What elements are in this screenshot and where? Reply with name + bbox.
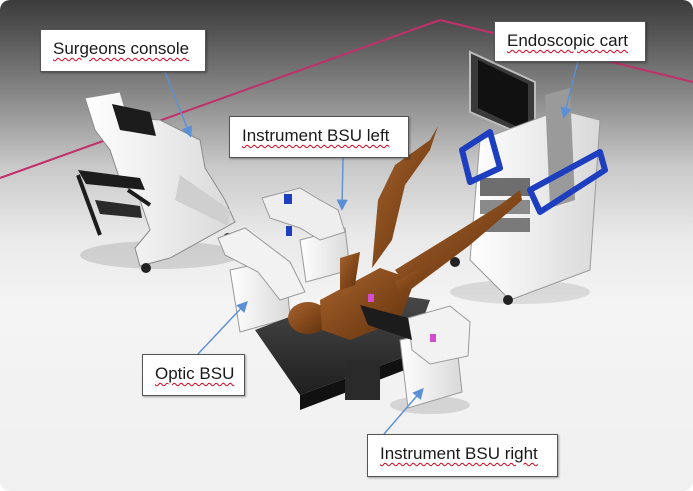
label-endoscopic-cart: Endoscopic cart (507, 31, 628, 50)
callout-optic-bsu: Optic BSU (142, 354, 245, 396)
arrow-optic-bsu (198, 303, 246, 354)
label-instrument-bsu-left: Instrument BSU left (242, 126, 389, 145)
callout-instrument-bsu-left: Instrument BSU left (229, 116, 409, 158)
callout-instrument-bsu-right: Instrument BSU right (367, 434, 558, 477)
surgeons-console (78, 92, 240, 273)
endoscopic-cart (450, 52, 605, 305)
callout-endoscopic-cart: Endoscopic cart (494, 21, 646, 62)
callout-surgeons-console: Surgeons console (40, 29, 206, 72)
label-instrument-bsu-right: Instrument BSU right (380, 444, 538, 463)
label-surgeons-console: Surgeons console (53, 39, 189, 58)
arrow-endoscopic-cart (564, 61, 578, 116)
label-optic-bsu: Optic BSU (155, 364, 234, 383)
arrow-instrument-bsu-left (342, 158, 343, 208)
